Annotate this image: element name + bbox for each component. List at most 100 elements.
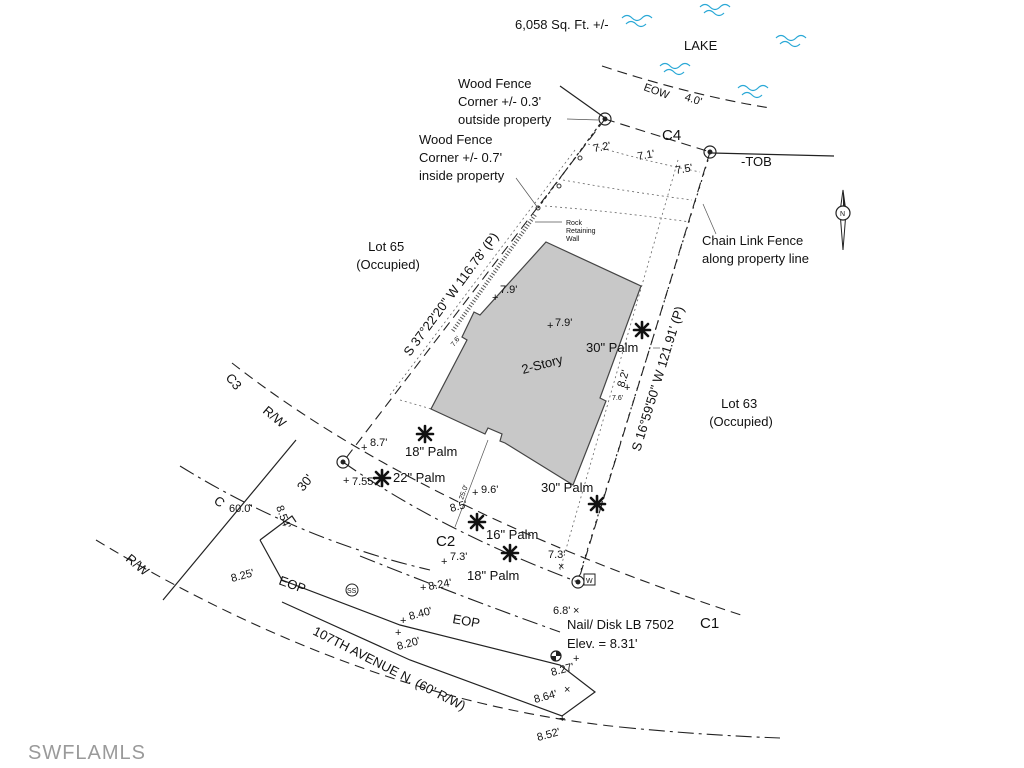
palm-icon <box>372 468 392 488</box>
setback-arc-2 <box>562 179 693 201</box>
chain-link-leader <box>702 203 717 235</box>
edge-of-pavement <box>259 539 597 717</box>
c4-dim-2: 7.1' <box>636 148 655 163</box>
water-meter <box>583 573 596 586</box>
property-line-front <box>342 461 579 583</box>
w-label: W <box>586 578 593 585</box>
wood-fence-inside-label: Wood Fence Corner +/- 0.7' inside proper… <box>419 132 506 183</box>
eow-label: EOW <box>642 82 671 102</box>
elev-827: 8.27' <box>550 661 576 679</box>
elev-864-plus: × <box>564 684 570 696</box>
eop-label-west: EOP <box>277 573 308 596</box>
street-name: 107TH AVENUE N. (60' R/W) <box>311 623 469 713</box>
row-dimension-line <box>162 439 297 601</box>
elev-68: 6.8' <box>553 605 570 617</box>
right-of-way-south-ext <box>619 726 781 739</box>
c2-label: C2 <box>436 533 455 550</box>
house-footprint <box>430 241 642 486</box>
setback-front-line <box>454 439 489 528</box>
palm-label-18-south: 18" Palm <box>467 568 519 583</box>
palm-label-16: 16" Palm <box>486 527 538 542</box>
eop-label-east: EOP <box>451 611 481 631</box>
property-line-east <box>577 151 711 583</box>
dim-825: 8.25' <box>230 567 256 585</box>
c4-dim-3: 7.5' <box>674 162 693 177</box>
lot-63-label: Lot 63 (Occupied) <box>709 396 773 429</box>
rw-label-north: R/W <box>260 403 290 431</box>
corner-monument-c4-west <box>598 112 612 126</box>
edge-of-pavement-north <box>359 555 561 633</box>
elev-east: 8.2' <box>615 369 632 389</box>
elev-840: 8.40' <box>408 605 434 623</box>
palm-label-22: 22" Palm <box>393 470 445 485</box>
elev-sw: 8.7' <box>370 437 387 449</box>
elev-852-plus: + <box>559 713 565 725</box>
setback-rear: 7.6' <box>612 395 623 402</box>
house-elev: 7.9' <box>555 317 572 329</box>
palm-icon <box>467 512 487 532</box>
setback-line-east <box>559 159 679 571</box>
north-arrow-icon <box>835 189 851 251</box>
wood-fence-leader-1 <box>566 118 599 121</box>
lake-label: LAKE <box>684 38 718 53</box>
setback-arc-1 <box>587 143 701 173</box>
chain-link-label: Chain Link Fence along property line <box>702 233 809 266</box>
c4-dim-1: 7.2' <box>592 140 611 155</box>
elev-sw-plus: + <box>361 442 367 454</box>
dim-755: 7.55' <box>352 476 376 488</box>
c3-label: C3 <box>223 370 245 392</box>
elev-c2-plus: + <box>441 556 447 568</box>
elev-nw-plus: + <box>492 292 498 304</box>
dim-30: 30' <box>294 471 316 494</box>
nail-label: Nail/ Disk LB 7502 Elev. = 8.31' <box>567 617 678 651</box>
dim-755-plus: + <box>343 475 349 487</box>
top-of-bank-line <box>559 85 606 119</box>
wood-fence-leader-2 <box>515 177 539 209</box>
tob-label: -TOB <box>741 154 772 169</box>
wood-fence-outside-label: Wood Fence Corner +/- 0.3' outside prope… <box>458 76 552 127</box>
house-elev-plus: + <box>547 320 553 332</box>
elev-nw: 7.9' <box>500 284 517 296</box>
fence-post <box>556 183 562 189</box>
dim-600: 60.0' <box>229 503 253 515</box>
elev-864: 8.64' <box>533 688 559 706</box>
elev-east-plus: + <box>624 382 630 394</box>
road-centerline <box>179 465 431 571</box>
c-marker: C <box>211 493 228 511</box>
lake-waves <box>621 3 807 99</box>
palm-icon <box>415 424 435 444</box>
corner-monument-c4-east <box>703 145 717 159</box>
c4-label: C4 <box>662 127 681 144</box>
fence-post <box>577 155 583 161</box>
elev-820-plus: + <box>395 627 401 639</box>
elev-front-2-plus: + <box>472 487 478 499</box>
property-line-rear <box>604 118 711 153</box>
eow-offset: 4.0' <box>683 91 703 108</box>
edge-of-water-line <box>601 65 771 109</box>
property-line-west <box>342 118 606 463</box>
wood-fence-west <box>537 123 601 209</box>
palm-label-30-south: 30" Palm <box>541 480 593 495</box>
elev-front-1: 8.5' <box>449 499 469 515</box>
setback-line-west <box>389 149 576 396</box>
north-label: N <box>840 211 845 218</box>
palm-icon <box>632 320 652 340</box>
palm-icon <box>587 494 607 514</box>
driveway-edge <box>259 515 297 541</box>
elev-73b: 7.3' <box>548 549 565 561</box>
lot-65-label: Lot 65 (Occupied) <box>356 239 420 272</box>
elev-68-plus: × <box>573 605 579 617</box>
elev-824-plus: + <box>420 582 426 594</box>
setback-arc-4 <box>399 399 541 441</box>
top-of-bank-line-east <box>711 152 835 157</box>
right-of-way-north <box>231 362 745 617</box>
elev-824: 8.24' <box>427 577 452 593</box>
palm-label-18-west: 18" Palm <box>405 444 457 459</box>
rock-wall-label: Rock Retaining Wall <box>566 220 598 243</box>
c1-label: C1 <box>700 615 719 632</box>
setback-front: 25.0' <box>458 484 470 500</box>
elev-852: 8.52' <box>536 726 562 744</box>
area-label: 6,058 Sq. Ft. +/- <box>515 17 609 32</box>
sanitary-sewer-icon <box>345 583 359 597</box>
elev-front-2: 9.6' <box>481 484 498 496</box>
